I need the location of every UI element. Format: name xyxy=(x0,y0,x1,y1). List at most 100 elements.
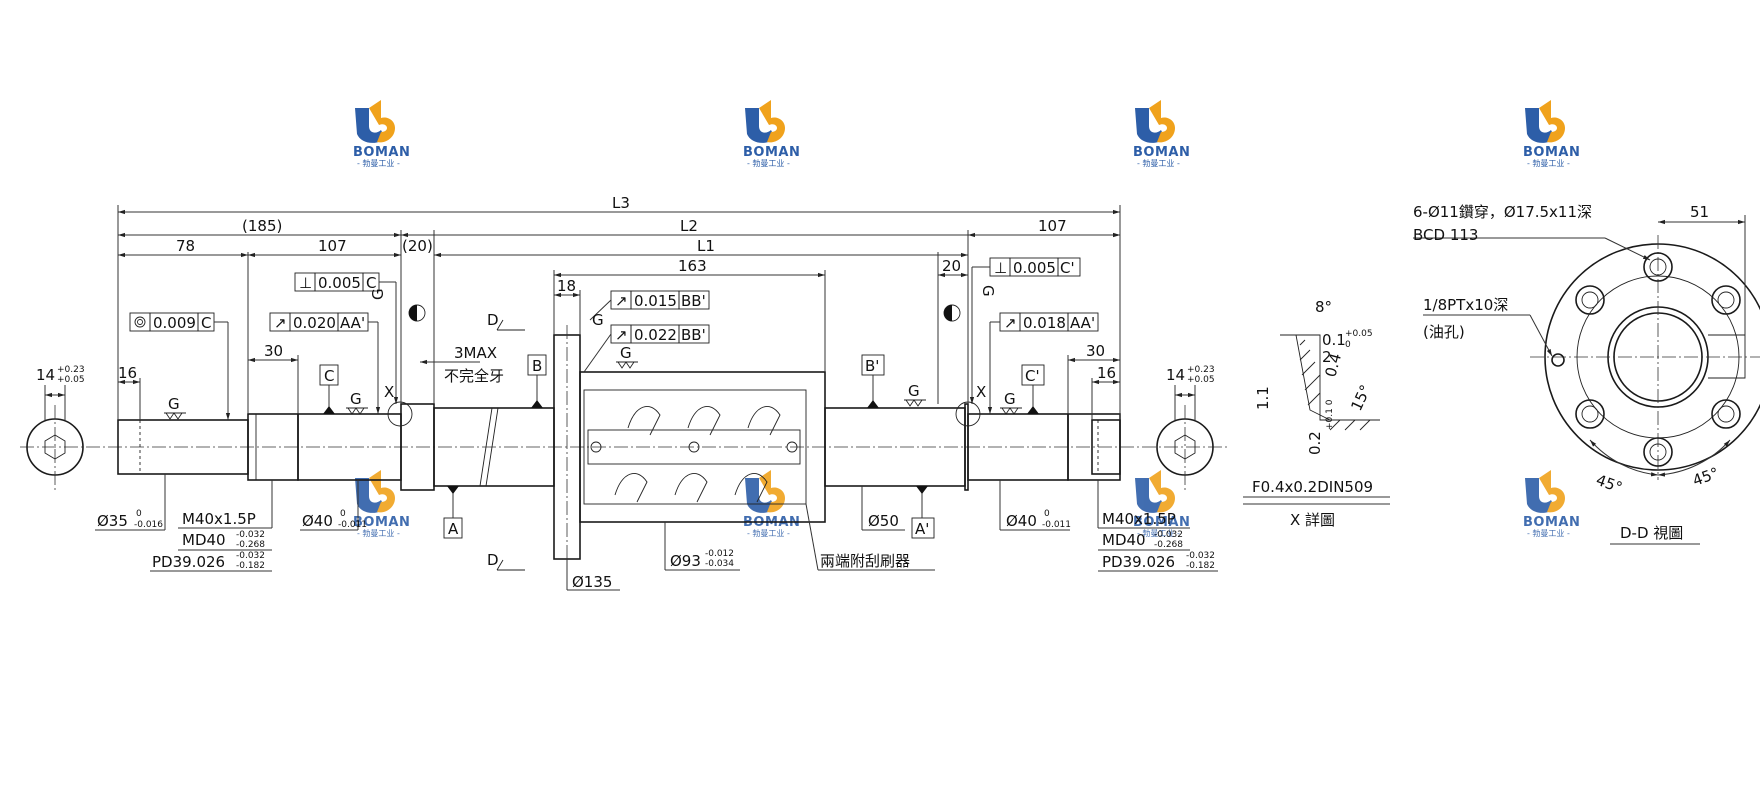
bottom-labels: Ø35 0 -0.016 M40x1.5P MD40 -0.032 -0.268… xyxy=(95,474,1218,591)
svg-text:0.020: 0.020 xyxy=(293,314,336,332)
svg-text:X: X xyxy=(384,383,394,401)
svg-text:78: 78 xyxy=(176,237,195,255)
incomplete-thread-label: 不完全牙 xyxy=(444,367,504,385)
svg-text:G: G xyxy=(350,390,362,408)
svg-text:+0.05: +0.05 xyxy=(1187,375,1215,385)
svg-text:- 勃曼工业 -: - 勃曼工业 - xyxy=(747,528,790,538)
svg-text:-0.268: -0.268 xyxy=(236,540,265,550)
svg-text:- 勃曼工业 -: - 勃曼工业 - xyxy=(1137,528,1180,538)
svg-text:G: G xyxy=(1004,390,1016,408)
svg-text:8°: 8° xyxy=(1315,298,1332,316)
svg-text:16: 16 xyxy=(118,364,137,382)
svg-text:-0.182: -0.182 xyxy=(236,561,265,571)
svg-text:↗: ↗ xyxy=(615,326,628,344)
svg-text:+0.05: +0.05 xyxy=(1345,329,1373,339)
svg-text:16: 16 xyxy=(1097,364,1116,382)
logo: BOMAN - 勃曼工业 - xyxy=(1133,100,1190,168)
svg-text:G: G xyxy=(908,382,920,400)
svg-text:A': A' xyxy=(915,520,929,538)
svg-text:M40x1.5P: M40x1.5P xyxy=(1102,510,1176,528)
svg-text:C: C xyxy=(366,274,376,292)
svg-text:D: D xyxy=(487,311,499,329)
svg-text:A: A xyxy=(448,520,459,538)
svg-text:BOMAN: BOMAN xyxy=(743,145,800,160)
runout-tolerance-nut-2: ↗ 0.022 BB' xyxy=(583,324,710,373)
svg-text:0.1: 0.1 xyxy=(1322,331,1346,349)
svg-text:G: G xyxy=(369,288,387,300)
svg-text:-0.032: -0.032 xyxy=(236,551,265,561)
svg-text:+0.23: +0.23 xyxy=(57,365,85,375)
svg-text:BOMAN: BOMAN xyxy=(1523,515,1580,530)
svg-text:BB': BB' xyxy=(681,292,706,310)
svg-text:B': B' xyxy=(865,357,879,375)
svg-text:0.005: 0.005 xyxy=(318,274,361,292)
svg-text:BOMAN: BOMAN xyxy=(1133,145,1190,160)
svg-text:0.009: 0.009 xyxy=(153,314,196,332)
dim-L1: L1 xyxy=(697,237,715,255)
svg-text:MD40: MD40 xyxy=(1102,531,1146,549)
runout-tolerance-right: ↗ 0.018 AA' xyxy=(987,312,1099,414)
svg-text:0.018: 0.018 xyxy=(1023,314,1066,332)
svg-text:-0.268: -0.268 xyxy=(1154,540,1183,550)
datum-A-prime: A' xyxy=(911,486,935,539)
svg-text:Ø40: Ø40 xyxy=(1006,512,1037,530)
svg-text:-0.016: -0.016 xyxy=(134,520,163,530)
svg-text:↗: ↗ xyxy=(1004,314,1017,332)
svg-text:- 勃曼工业 -: - 勃曼工业 - xyxy=(357,158,400,168)
oil-hole-spec: 1/8PTx10深 xyxy=(1423,296,1508,314)
svg-text:-0.011: -0.011 xyxy=(338,520,367,530)
svg-text:C: C xyxy=(201,314,211,332)
svg-text:-0.032: -0.032 xyxy=(1154,530,1183,540)
svg-text:0: 0 xyxy=(1044,509,1050,519)
view-dd-title: D-D 視圖 xyxy=(1620,524,1683,542)
svg-text:(油孔): (油孔) xyxy=(1423,323,1465,341)
datum-B-prime: B' xyxy=(861,354,885,408)
svg-text:BOMAN: BOMAN xyxy=(353,515,410,530)
svg-text:C': C' xyxy=(1025,367,1040,385)
svg-text:Ø35: Ø35 xyxy=(97,512,128,530)
svg-text:1.1: 1.1 xyxy=(1254,386,1272,410)
runout-tolerance-nut-1: ↗ 0.015 BB' xyxy=(589,290,710,321)
svg-text:G: G xyxy=(592,311,604,329)
svg-text:0.022: 0.022 xyxy=(634,326,677,344)
svg-text:BB': BB' xyxy=(681,326,706,344)
svg-text:G: G xyxy=(168,395,180,413)
svg-text:45°: 45° xyxy=(1594,471,1625,497)
svg-text:X 詳圖: X 詳圖 xyxy=(1290,511,1335,529)
perp-tolerance-left: ⊥ 0.005 C xyxy=(294,272,399,404)
perp-tolerance-right: ⊥ 0.005 C' xyxy=(969,257,1081,404)
svg-text:30: 30 xyxy=(1086,342,1105,360)
svg-text:AA': AA' xyxy=(340,314,365,332)
datum-A: A xyxy=(443,486,463,539)
svg-text:Ø40: Ø40 xyxy=(302,512,333,530)
end-dia-label: 14 xyxy=(36,366,55,384)
svg-text:PD39.026: PD39.026 xyxy=(152,553,225,571)
svg-text:-0.034: -0.034 xyxy=(705,559,734,569)
logo: BOMAN - 勃曼工业 - xyxy=(1523,100,1580,168)
svg-text:2: 2 xyxy=(1322,348,1332,366)
svg-text:107: 107 xyxy=(318,237,347,255)
top-dimensions: L3 (185) L2 78 107 (20) L1 107 163 20 18 xyxy=(117,194,1121,420)
wiper-note: 兩端附刮刷器 xyxy=(820,552,910,570)
svg-text:↗: ↗ xyxy=(274,314,287,332)
svg-text:- 勃曼工业 -: - 勃曼工业 - xyxy=(1527,158,1570,168)
right-end-view: 14 +0.23 +0.05 xyxy=(1156,365,1215,490)
svg-text:Ø50: Ø50 xyxy=(868,512,899,530)
svg-text:X: X xyxy=(976,383,986,401)
left-end-view: 14 +0.23 +0.05 xyxy=(26,365,85,490)
svg-text:-0.182: -0.182 xyxy=(1186,561,1215,571)
svg-text:(20): (20) xyxy=(402,237,433,255)
svg-text:+0.1 0: +0.1 0 xyxy=(1325,399,1335,430)
svg-text:- 勃曼工业 -: - 勃曼工业 - xyxy=(1137,158,1180,168)
svg-text:BOMAN: BOMAN xyxy=(1523,145,1580,160)
svg-text:BOMAN: BOMAN xyxy=(1133,515,1190,530)
surface-finish-marks: G G G G G G G G X X xyxy=(164,285,1022,420)
dim-L3: L3 xyxy=(612,194,630,212)
svg-text:0.2: 0.2 xyxy=(1306,431,1324,455)
svg-text:C': C' xyxy=(1060,259,1075,277)
svg-text:⊥: ⊥ xyxy=(299,274,312,292)
svg-text:- 勃曼工业 -: - 勃曼工业 - xyxy=(747,158,790,168)
svg-text:AA': AA' xyxy=(1070,314,1095,332)
logo: BOMAN - 勃曼工业 - xyxy=(743,100,800,168)
